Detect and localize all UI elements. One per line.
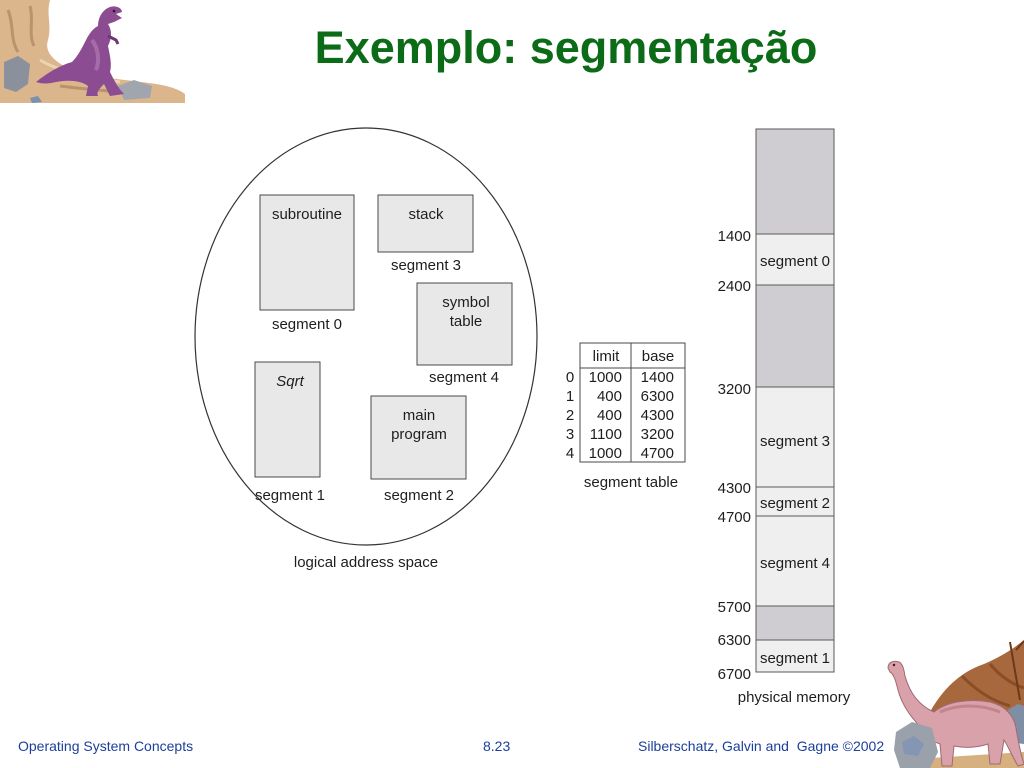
memory-address-label: 6300 xyxy=(718,632,751,649)
subroutine-segment-label: segment 0 xyxy=(272,316,342,333)
memory-address-label: 2400 xyxy=(718,278,751,295)
symbol-table-block xyxy=(416,282,513,366)
sqrt-label: Sqrt xyxy=(276,373,304,390)
segment-table: limit base 0 1000 1400 1 400 6300 2 400 … xyxy=(566,342,686,491)
row-segment-number: 3 xyxy=(566,426,574,443)
memory-segment-label: segment 2 xyxy=(760,495,830,512)
row-base: 3200 xyxy=(641,426,674,443)
trex-eye xyxy=(112,9,116,13)
segment-table-header-base: base xyxy=(642,348,675,365)
memory-address-label: 5700 xyxy=(718,599,751,616)
row-segment-number: 1 xyxy=(566,388,574,405)
memory-segment-label: segment 3 xyxy=(760,433,830,450)
row-segment-number: 0 xyxy=(566,369,574,386)
main-program-label-line-2: program xyxy=(391,426,447,443)
memory-region-segment-4 xyxy=(755,515,835,607)
stack-label: stack xyxy=(408,206,444,223)
row-segment-number: 4 xyxy=(566,445,574,462)
row-limit: 1100 xyxy=(590,426,622,443)
main-program-segment-label: segment 2 xyxy=(384,487,454,504)
memory-segment-label: segment 0 xyxy=(760,253,830,270)
symbol-table-label-line-2: table xyxy=(450,313,483,330)
stack-segment-label: segment 3 xyxy=(391,257,461,274)
memory-address-label: 4700 xyxy=(718,509,751,526)
subroutine-label: subroutine xyxy=(272,206,342,223)
rock-shading xyxy=(960,663,1024,708)
symbol-table-label-line-1: symbol xyxy=(442,294,490,311)
footer-copyright: Silberschatz, Galvin and Gagne ©2002 xyxy=(638,738,885,754)
table-row: 2 400 4300 xyxy=(566,407,674,424)
memory-address-label: 3200 xyxy=(718,381,751,398)
blue-pebble xyxy=(30,96,42,103)
main-program-block xyxy=(370,395,467,480)
gray-rock xyxy=(4,56,30,92)
memory-segment-label: segment 4 xyxy=(760,555,830,572)
table-row: 4 1000 4700 xyxy=(566,445,674,462)
stack-block xyxy=(377,194,474,253)
slide-title: Exemplo: segmentação xyxy=(314,22,818,73)
row-limit: 400 xyxy=(597,407,622,424)
brontosaurus-back-shading xyxy=(939,704,1001,714)
logical-address-space-diagram: subroutine segment 0 stack segment 3 sym… xyxy=(194,127,538,571)
brontosaurus-dinosaur-illustration xyxy=(887,640,1024,768)
trex-arm xyxy=(107,34,120,45)
logical-address-space-ellipse xyxy=(194,127,538,546)
physical-memory-caption: physical memory xyxy=(738,689,851,706)
memory-region-segment-2 xyxy=(755,486,835,517)
table-row: 3 1100 3200 xyxy=(566,426,674,443)
gray-rock xyxy=(118,80,152,100)
table-row: 0 1000 1400 xyxy=(566,369,674,386)
table-row: 1 400 6300 xyxy=(566,388,674,405)
brontosaurus-eye xyxy=(892,663,896,667)
symbol-table-segment-label: segment 4 xyxy=(429,369,499,386)
rock-stick xyxy=(1009,640,1024,701)
trex-body xyxy=(36,6,124,96)
row-limit: 400 xyxy=(597,388,622,405)
blue-rock-tint xyxy=(902,736,924,756)
subroutine-block xyxy=(259,194,355,311)
sqrt-block xyxy=(254,361,321,478)
sqrt-segment-label: segment 1 xyxy=(255,487,325,504)
logical-address-space-caption: logical address space xyxy=(294,554,438,571)
memory-region-free xyxy=(755,605,835,641)
row-segment-number: 2 xyxy=(566,407,574,424)
physical-memory-column: segment 0 segment 3 segment 2 segment 4 … xyxy=(718,128,851,706)
row-base: 6300 xyxy=(641,388,674,405)
main-program-label-line-1: main xyxy=(403,407,436,424)
row-limit: 1000 xyxy=(589,445,622,462)
row-base: 4700 xyxy=(641,445,674,462)
memory-region-free xyxy=(755,284,835,388)
segment-table-frame xyxy=(579,342,686,463)
memory-segment-label: segment 1 xyxy=(760,650,830,667)
row-limit: 1000 xyxy=(589,369,622,386)
segment-table-header-limit: limit xyxy=(593,348,620,365)
memory-address-label: 4300 xyxy=(718,480,751,497)
footer-page-number: 8.23 xyxy=(483,738,511,754)
row-base: 4300 xyxy=(641,407,674,424)
memory-region-free xyxy=(755,128,835,235)
segment-table-caption: segment table xyxy=(584,474,678,491)
memory-address-label: 1400 xyxy=(718,228,751,245)
footer-course-title: Operating System Concepts xyxy=(18,738,194,754)
memory-region-segment-1 xyxy=(755,639,835,673)
trex-belly-highlight xyxy=(90,38,101,71)
trex-dinosaur-illustration xyxy=(0,0,185,103)
memory-region-segment-3 xyxy=(755,386,835,488)
row-base: 1400 xyxy=(641,369,674,386)
memory-address-label: 6700 xyxy=(718,666,751,683)
